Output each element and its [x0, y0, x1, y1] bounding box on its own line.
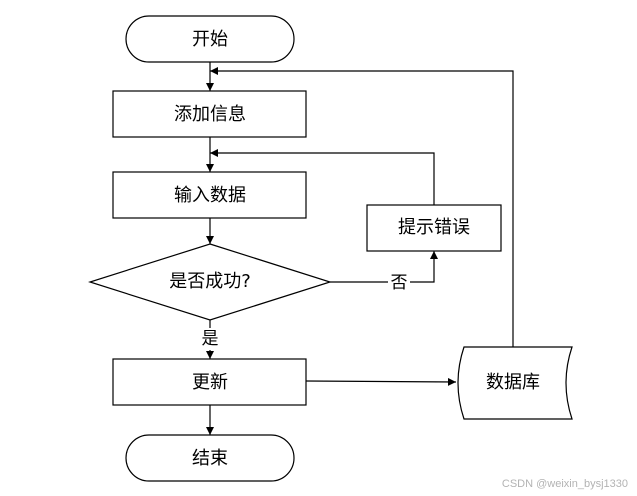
csdn-watermark: CSDN @weixin_bysj1330 [502, 478, 628, 490]
edge-database-to-add-info [210, 67, 514, 347]
database-label: 数据库 [486, 372, 540, 393]
edge-decision-no-to-error [330, 251, 438, 283]
update-label: 更新 [192, 372, 228, 393]
database-storage [457, 346, 573, 420]
add-info-box [112, 90, 307, 138]
error-prompt-box [366, 204, 502, 252]
yes-label-bg [199, 328, 221, 350]
end-label: 结束 [192, 448, 228, 469]
input-data-label: 输入数据 [174, 185, 246, 206]
start-label: 开始 [192, 29, 228, 50]
success-decision-label: 是否成功? [169, 271, 251, 292]
edge-update-to-database [305, 377, 457, 386]
yes-branch-label: 是 [202, 329, 219, 349]
edge-error-to-input [210, 149, 435, 205]
no-branch-label: 否 [391, 273, 408, 293]
add-info-label: 添加信息 [174, 104, 246, 125]
no-label-bg [388, 271, 410, 293]
error-prompt-label: 提示错误 [398, 217, 470, 238]
